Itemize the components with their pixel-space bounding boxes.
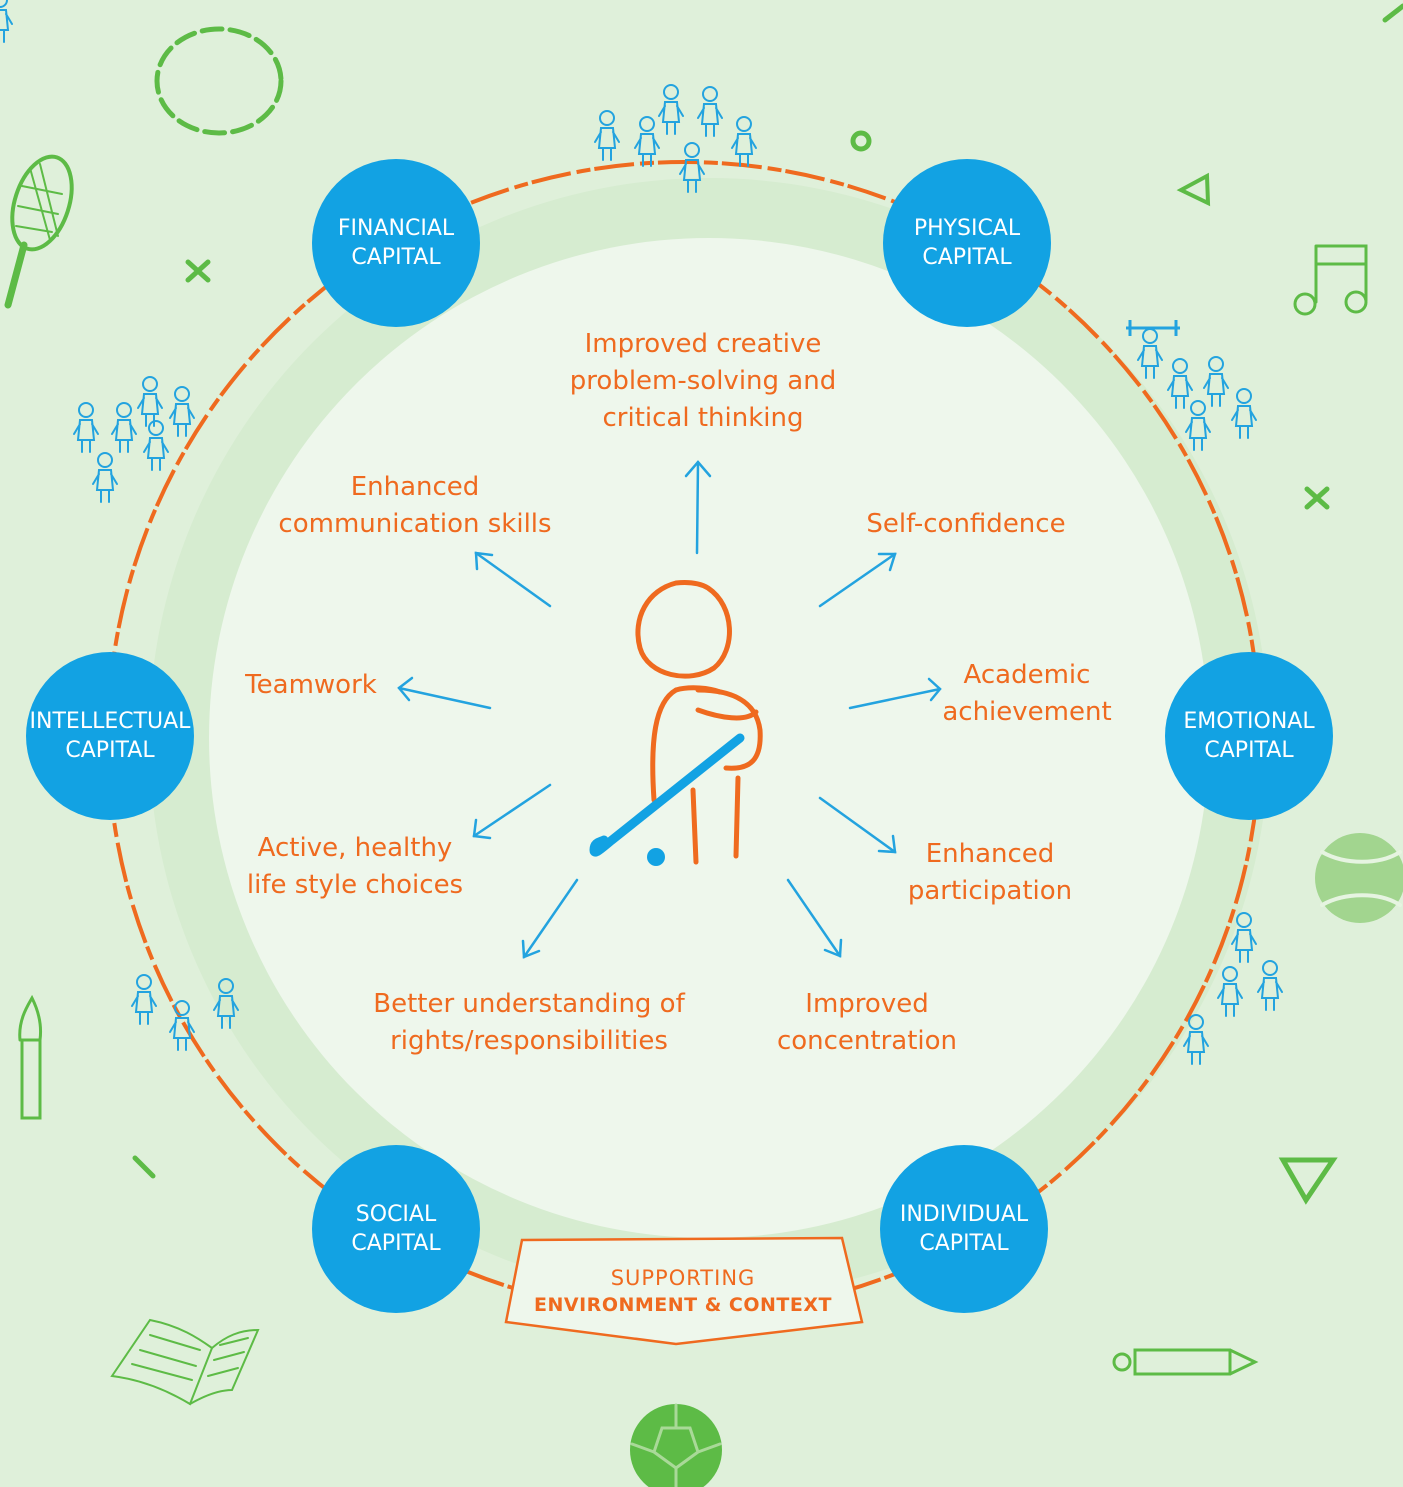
outcome-line: critical thinking — [602, 403, 804, 433]
triangle-icon — [1278, 1157, 1338, 1205]
banner-line-1: SUPPORTING — [610, 1266, 756, 1290]
capital-line: INTELLECTUAL — [29, 709, 191, 734]
outcome-academic: Academic achievement — [942, 657, 1111, 731]
people-group-icon — [0, 0, 1283, 1065]
outcome-line: communication skills — [278, 509, 552, 539]
capital-line: CAPITAL — [65, 738, 155, 763]
pencil-icon — [1112, 1348, 1259, 1376]
cross-icon — [1304, 486, 1330, 510]
outcome-line: Academic — [963, 660, 1091, 690]
capital-social: SOCIAL CAPITAL — [312, 1145, 480, 1313]
capital-emotional: EMOTIONAL CAPITAL — [1165, 652, 1333, 820]
outcome-line: Better understanding of — [373, 989, 685, 1019]
capital-line: CAPITAL — [1204, 738, 1294, 763]
decorations — [4, 3, 1403, 1487]
outcome-line: Teamwork — [245, 670, 377, 700]
dash-icon — [132, 1155, 156, 1179]
arrow-self-confidence — [818, 552, 897, 608]
triangle-icon — [1176, 172, 1211, 207]
outcome-line: Enhanced — [350, 472, 480, 502]
capital-line: CAPITAL — [922, 245, 1012, 270]
outcome-line: problem-solving and — [569, 366, 837, 396]
arrow-creative — [684, 460, 712, 555]
tennis-racket-icon — [4, 154, 74, 309]
outcome-line: Improved creative — [584, 329, 822, 359]
capital-line: INDIVIDUAL — [899, 1202, 1029, 1227]
outcome-self-confidence: Self-confidence — [866, 506, 1065, 543]
book-icon — [110, 1318, 260, 1406]
outcome-line: rights/responsibilities — [390, 1026, 668, 1056]
outcome-creative: Improved creative problem-solving and cr… — [570, 326, 836, 437]
arrow-participation — [818, 796, 897, 854]
outcome-concentration: Improved concentration — [777, 986, 957, 1060]
outcome-healthy: Active, healthy life style choices — [247, 830, 463, 904]
capital-individual: INDIVIDUAL CAPITAL — [880, 1145, 1048, 1313]
arrow-academic — [848, 677, 942, 710]
outcome-line: life style choices — [246, 870, 464, 900]
dash-icon — [1382, 3, 1403, 23]
capital-line: EMOTIONAL — [1183, 709, 1315, 734]
capital-line: FINANCIAL — [337, 216, 455, 241]
arrow-communication — [474, 551, 552, 608]
capital-intellectual: INTELLECTUAL CAPITAL — [26, 652, 194, 820]
arrows — [397, 460, 942, 959]
arrow-concentration — [786, 878, 843, 958]
capital-line: CAPITAL — [351, 245, 441, 270]
capital-line: CAPITAL — [919, 1231, 1009, 1256]
outcome-line: Improved — [805, 989, 929, 1019]
outcome-teamwork: Teamwork — [245, 667, 377, 704]
soccer-ball-icon — [630, 1403, 722, 1487]
inner-circle — [209, 238, 1209, 1238]
music-note-icon — [1293, 244, 1368, 316]
capital-physical: PHYSICAL CAPITAL — [883, 159, 1051, 327]
outcome-communication: Enhanced communication skills — [278, 469, 551, 543]
arrow-teamwork — [397, 676, 492, 710]
outcome-line: concentration — [776, 1026, 958, 1056]
outcome-line: Enhanced — [925, 839, 1055, 869]
outcome-line: Active, healthy — [257, 833, 453, 863]
outcome-line: participation — [907, 876, 1073, 906]
hoop-icon — [154, 26, 284, 136]
arrow-healthy — [472, 783, 552, 840]
capital-line: PHYSICAL — [913, 216, 1021, 241]
capital-line: SOCIAL — [355, 1202, 437, 1227]
capital-line: CAPITAL — [351, 1231, 441, 1256]
paintbrush-icon — [18, 994, 42, 1120]
hockey-player-figure — [589, 580, 763, 866]
arrow-rights — [521, 878, 579, 959]
capital-financial: FINANCIAL CAPITAL — [312, 159, 480, 327]
outcome-rights: Better understanding of rights/responsib… — [373, 986, 685, 1060]
tennis-ball-icon — [1315, 833, 1403, 923]
weightlifter-icon — [1126, 320, 1180, 336]
banner-line-2: ENVIRONMENT & CONTEXT — [534, 1294, 832, 1316]
outcome-participation: Enhanced participation — [908, 836, 1072, 910]
cross-icon — [185, 259, 211, 283]
circle-icon — [850, 130, 872, 152]
outcome-line: Self-confidence — [866, 509, 1066, 539]
outcome-line: achievement — [942, 697, 1112, 727]
supporting-banner: SUPPORTING ENVIRONMENT & CONTEXT — [508, 1240, 858, 1332]
